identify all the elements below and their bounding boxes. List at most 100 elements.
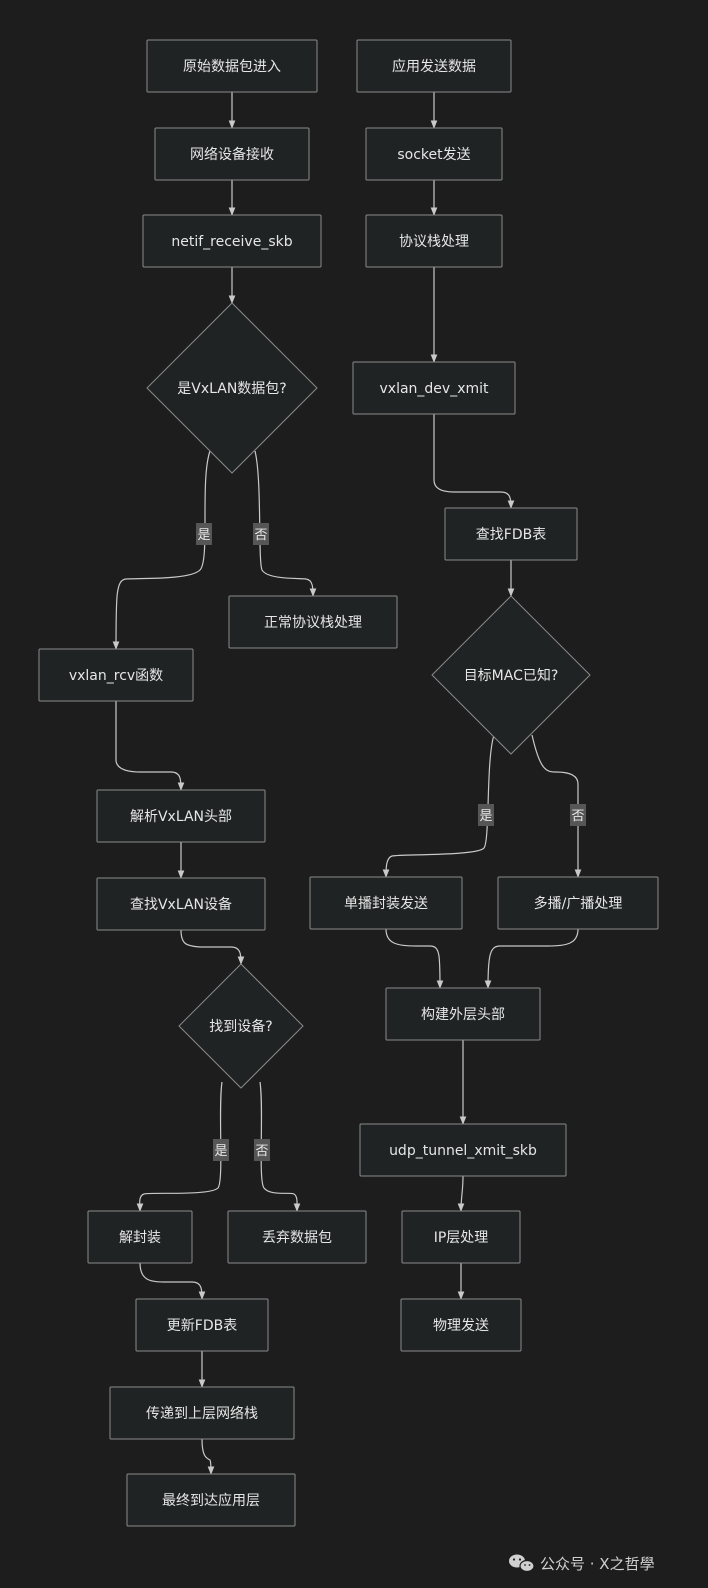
process-node-parse-hdr: 解析VxLAN头部: [96, 789, 266, 843]
edge-label-background: [213, 1139, 229, 1161]
node-label: vxlan_rcv函数: [69, 668, 163, 684]
process-node-drop: 丢弃数据包: [227, 1210, 367, 1264]
node-label: vxlan_dev_xmit: [380, 381, 490, 397]
process-box: [135, 1298, 269, 1352]
decision-diamond: [431, 595, 591, 755]
node-label: 目标MAC已知?: [464, 667, 559, 684]
process-node-decap: 解封装: [87, 1210, 193, 1264]
node-label: 多播/广播处理: [534, 895, 623, 912]
process-box: [227, 1210, 367, 1264]
node-label: 找到设备?: [209, 1018, 272, 1035]
process-node-reach-app: 最终到达应用层: [126, 1473, 296, 1527]
process-box: [359, 1123, 567, 1177]
decision-node-dev-found: 找到设备?: [178, 963, 304, 1089]
wechat-icon: [509, 1554, 535, 1573]
edge-find-dev-to-dev-found: [180, 929, 245, 965]
edge-label-is-vxlan-to-normal-stack: 否: [253, 523, 269, 545]
edge-pass-up-to-reach-app: [201, 1438, 215, 1475]
node-label: IP层处理: [434, 1230, 489, 1246]
watermark-text: 公众号 · X之哲學: [540, 1555, 655, 1573]
edge-label-background: [253, 523, 269, 545]
process-node-net-recv: 网络设备接收: [154, 127, 310, 181]
node-label: 查找FDB表: [476, 527, 546, 543]
process-box: [365, 214, 503, 268]
process-box: [365, 127, 503, 181]
edges-layer: [112, 92, 582, 1475]
edge-mac-known-to-multicast: [531, 734, 582, 878]
edge-unicast-to-outer-hdr: [385, 928, 444, 989]
edge-label-text: 是: [197, 528, 210, 543]
edge-xmit-to-fdb-lookup: [433, 414, 515, 509]
edge-mac-known-to-unicast: [382, 734, 495, 878]
process-box: [385, 987, 541, 1041]
process-node-unicast: 单播封装发送: [309, 876, 463, 930]
process-box: [401, 1210, 521, 1264]
process-node-proto: 协议栈处理: [365, 214, 503, 268]
node-label: 更新FDB表: [167, 1318, 237, 1334]
edge-label-text: 否: [571, 809, 584, 824]
process-node-ip-layer: IP层处理: [401, 1210, 521, 1264]
decision-diamond: [178, 963, 304, 1089]
edge-label-text: 否: [254, 528, 267, 543]
process-node-xmit: vxlan_dev_xmit: [352, 361, 516, 415]
process-box: [154, 127, 310, 181]
edge-label-dev-found-to-decap: 是: [213, 1139, 229, 1161]
process-node-phys-send: 物理发送: [400, 1298, 522, 1352]
process-node-sock-send: socket发送: [365, 127, 503, 181]
node-label: 解析VxLAN头部: [130, 809, 232, 825]
node-label: udp_tunnel_xmit_skb: [389, 1143, 537, 1159]
process-box: [109, 1386, 295, 1440]
node-label: 协议栈处理: [399, 234, 469, 250]
node-label: 正常协议栈处理: [264, 615, 362, 631]
process-node-app-send: 应用发送数据: [356, 39, 512, 93]
decision-node-is-vxlan: 是VxLAN数据包?: [146, 302, 318, 474]
process-node-vxlan-rcv: vxlan_rcv函数: [38, 648, 194, 702]
decision-node-mac-known: 目标MAC已知?: [431, 595, 591, 755]
process-box: [96, 877, 266, 931]
process-box: [309, 876, 463, 930]
edge-label-mac-known-to-multicast: 否: [570, 804, 586, 826]
edge-labels-layer: 是否是否是否: [196, 523, 586, 1161]
process-node-normal-stack: 正常协议栈处理: [228, 595, 398, 649]
node-label: 是VxLAN数据包?: [177, 381, 286, 397]
process-node-netif-rx: netif_receive_skb: [142, 214, 322, 268]
process-box: [444, 507, 578, 561]
process-box: [400, 1298, 522, 1352]
edge-decap-to-update-fdb: [139, 1262, 206, 1300]
edge-label-background: [570, 804, 586, 826]
node-label: netif_receive_skb: [171, 234, 292, 250]
process-box: [96, 789, 266, 843]
process-box: [38, 648, 194, 702]
edge-label-text: 是: [479, 809, 492, 824]
node-label: 应用发送数据: [392, 58, 476, 75]
edge-label-background: [254, 1139, 270, 1161]
edge-udp-xmit-to-ip-layer: [457, 1175, 465, 1212]
process-node-pass-up: 传递到上层网络栈: [109, 1386, 295, 1440]
node-label: 最终到达应用层: [162, 1492, 260, 1509]
process-node-fdb-lookup: 查找FDB表: [444, 507, 578, 561]
edge-dev-found-to-drop: [259, 1081, 301, 1212]
node-label: 单播封装发送: [344, 896, 428, 912]
edge-is-vxlan-to-normal-stack: [254, 450, 317, 597]
process-box: [142, 214, 322, 268]
edge-label-is-vxlan-to-vxlan-rcv: 是: [196, 523, 212, 545]
process-node-outer-hdr: 构建外层头部: [385, 987, 541, 1041]
edge-label-text: 是: [214, 1144, 227, 1159]
node-label: 解封装: [119, 1230, 161, 1246]
node-label: 原始数据包进入: [183, 59, 281, 75]
edge-label-background: [196, 523, 212, 545]
node-label: 查找VxLAN设备: [130, 896, 232, 913]
node-label: 网络设备接收: [190, 146, 274, 163]
edge-dev-found-to-decap: [136, 1081, 223, 1212]
process-box: [126, 1473, 296, 1527]
process-box: [228, 595, 398, 649]
process-node-find-dev: 查找VxLAN设备: [96, 877, 266, 931]
process-node-update-fdb: 更新FDB表: [135, 1298, 269, 1352]
edge-label-text: 否: [255, 1144, 268, 1159]
node-label: 物理发送: [433, 1318, 489, 1334]
node-label: 丢弃数据包: [262, 1230, 332, 1246]
node-label: 构建外层头部: [421, 1007, 505, 1023]
process-node-udp-xmit: udp_tunnel_xmit_skb: [359, 1123, 567, 1177]
watermark: 公众号 · X之哲學: [509, 1554, 655, 1573]
